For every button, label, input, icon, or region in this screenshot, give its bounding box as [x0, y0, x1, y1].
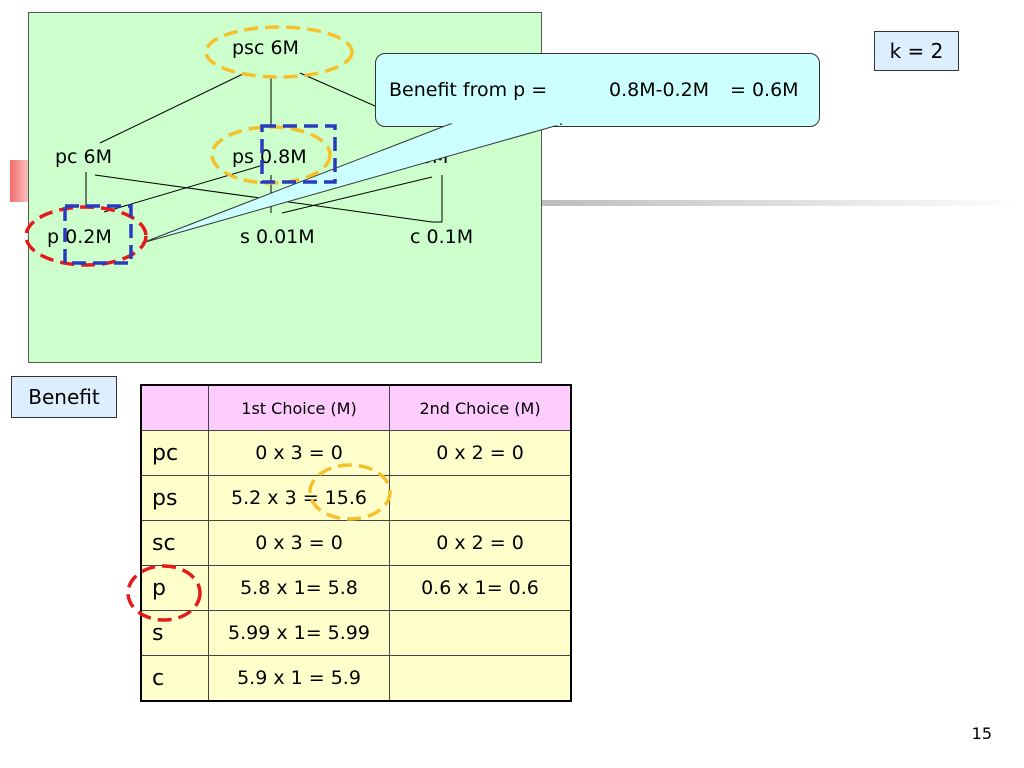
- cell-first-choice: 5.2 x 3 = 15.6: [208, 475, 390, 521]
- node-s: s 0.01M: [240, 226, 315, 248]
- header-blank: [140, 384, 209, 431]
- node-p: p 0.2M: [47, 226, 112, 248]
- callout-expression: 0.8M-0.2M: [609, 79, 710, 101]
- table-row: ps 5.2 x 3 = 15.6: [140, 475, 572, 521]
- row-name: pc: [140, 430, 209, 476]
- cell-second-choice: [389, 610, 572, 656]
- node-psc: psc 6M: [232, 37, 299, 59]
- table-row: sc 0 x 3 = 0 0 x 2 = 0: [140, 520, 572, 566]
- node-ps: ps 0.8M: [232, 146, 307, 168]
- table-row: c 5.9 x 1 = 5.9: [140, 655, 572, 702]
- callout-box: [375, 53, 820, 127]
- callout-result: = 0.6M: [730, 79, 799, 101]
- table-row: s 5.99 x 1= 5.99: [140, 610, 572, 656]
- cell-second-choice: [389, 655, 572, 702]
- benefit-label: Benefit: [11, 376, 117, 418]
- row-name: sc: [140, 520, 209, 566]
- cell-second-choice: [389, 475, 572, 521]
- table-header-row: 1st Choice (M) 2nd Choice (M): [140, 384, 572, 431]
- row-name: ps: [140, 475, 209, 521]
- row-name: s: [140, 610, 209, 656]
- row-name: c: [140, 655, 209, 702]
- k-badge: k = 2: [874, 31, 959, 71]
- node-sc: s 6M: [404, 146, 449, 168]
- table-row: pc 0 x 3 = 0 0 x 2 = 0: [140, 430, 572, 476]
- cell-first-choice: 5.9 x 1 = 5.9: [208, 655, 390, 702]
- header-second-choice: 2nd Choice (M): [389, 384, 572, 431]
- benefit-table: 1st Choice (M) 2nd Choice (M) pc 0 x 3 =…: [140, 384, 572, 702]
- cell-second-choice: 0.6 x 1= 0.6: [389, 565, 572, 611]
- decorative-band-right: [541, 200, 1024, 206]
- header-first-choice: 1st Choice (M): [208, 384, 390, 431]
- cell-first-choice: 5.99 x 1= 5.99: [208, 610, 390, 656]
- node-c: c 0.1M: [410, 226, 474, 248]
- row-name: p: [140, 565, 209, 611]
- cell-second-choice: 0 x 2 = 0: [389, 430, 572, 476]
- cell-first-choice: 0 x 3 = 0: [208, 430, 390, 476]
- cell-first-choice: 5.8 x 1= 5.8: [208, 565, 390, 611]
- cell-first-choice: 0 x 3 = 0: [208, 520, 390, 566]
- node-pc: pc 6M: [55, 146, 113, 168]
- callout-prefix: Benefit from p =: [389, 79, 548, 101]
- decorative-band-left: [10, 160, 32, 202]
- page-number: 15: [971, 724, 992, 743]
- cell-second-choice: 0 x 2 = 0: [389, 520, 572, 566]
- table-row: p 5.8 x 1= 5.8 0.6 x 1= 0.6: [140, 565, 572, 611]
